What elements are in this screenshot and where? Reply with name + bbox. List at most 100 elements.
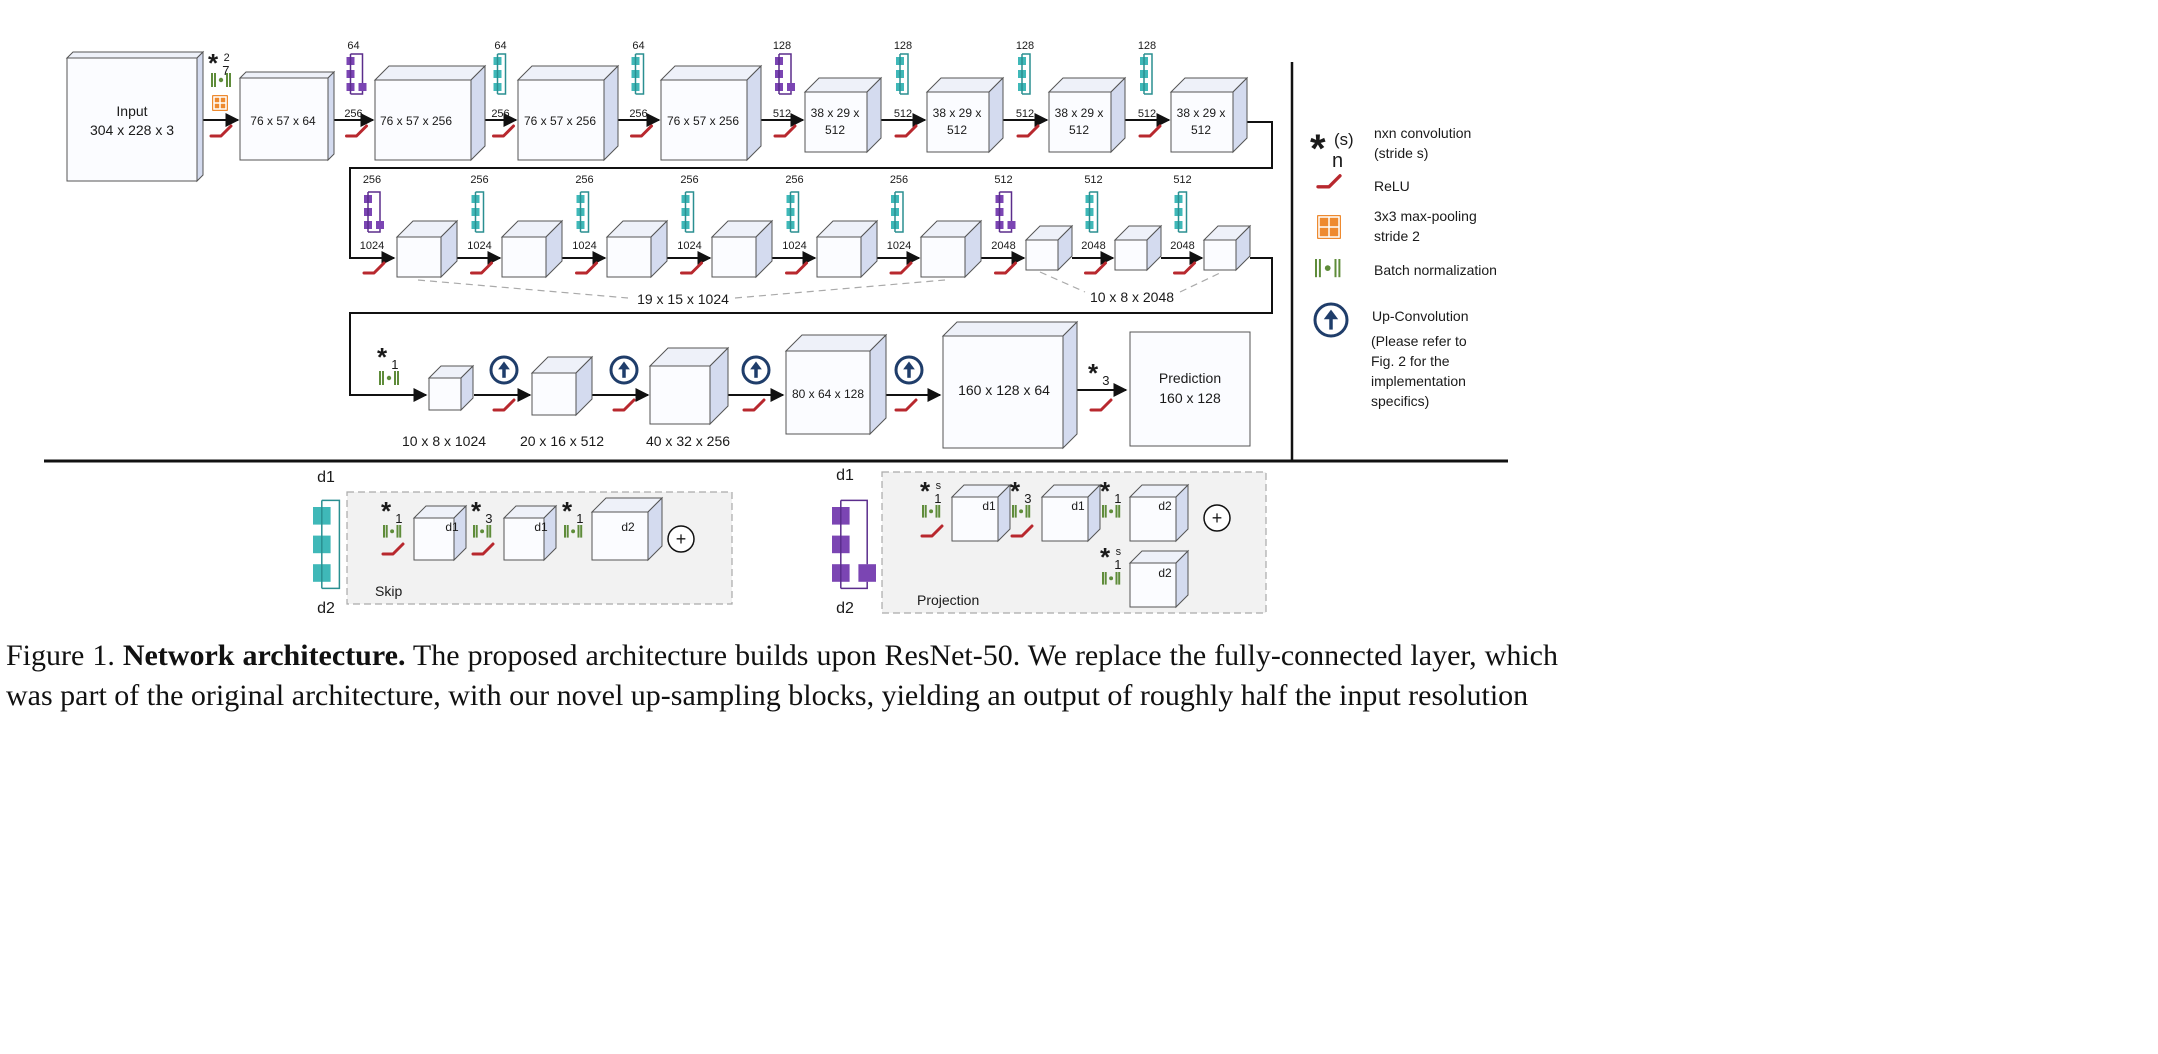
- residual-block-output-box: [373, 64, 487, 162]
- box-front-face: [413, 517, 455, 561]
- group-label: 19 x 15 x 1024: [637, 291, 729, 307]
- projection-block-icon: [364, 191, 384, 233]
- channel-in-label: 128: [1016, 40, 1034, 52]
- batchnorm-icon: [922, 505, 941, 518]
- box-front-face: [1048, 91, 1112, 153]
- proj-box-label: d1: [1071, 499, 1085, 513]
- box-front-face: [711, 236, 757, 278]
- res-path: [368, 229, 381, 233]
- res-path: [350, 53, 364, 83]
- skip-block-icon: [1174, 191, 1188, 233]
- res-projection: [858, 564, 876, 582]
- input-title: Input: [116, 103, 147, 119]
- conv-kernel-size: 1: [1114, 491, 1121, 506]
- row-connector: [349, 121, 1273, 265]
- conv-star: *: [471, 496, 482, 526]
- add-node: [1203, 504, 1231, 532]
- stem-relu-icon: [209, 124, 233, 138]
- conv-star: *: [381, 496, 392, 526]
- proj-conv-box: [950, 483, 1012, 543]
- legend-upconv-icon: [1313, 302, 1349, 338]
- generated-figure-elements: *726425664256642561285121285121285121285…: [208, 40, 1354, 590]
- projection-block-legend-icon: [832, 499, 876, 590]
- bn-dot: [1109, 576, 1114, 581]
- channel-out-label: 512: [773, 108, 791, 120]
- skip-block-icon: [786, 191, 800, 233]
- box-front-face: [926, 91, 990, 153]
- group-bracket: [1039, 271, 1086, 293]
- block-label: 512: [947, 123, 967, 137]
- res-path: [779, 91, 792, 95]
- projection-block-icon: [995, 191, 1016, 233]
- conv1-output-box: [238, 70, 336, 162]
- res-path: [900, 53, 909, 95]
- channel-out-label: 256: [344, 108, 362, 120]
- relu-icon: [894, 398, 918, 412]
- upconv-stage-label: 20 x 16 x 512: [520, 433, 604, 449]
- res-path: [790, 191, 800, 233]
- batchnorm-icon: [1102, 572, 1121, 585]
- upconv-head: [498, 361, 510, 370]
- relu-icon: [471, 542, 495, 556]
- residual-block-output-box: [803, 76, 883, 154]
- box-front-face: [66, 57, 198, 182]
- channel-out-label: 1024: [467, 240, 491, 252]
- res-projection: [358, 83, 367, 91]
- channel-in-label: 256: [680, 174, 698, 186]
- conv-kernel-size: 1: [391, 357, 398, 372]
- relu-icon: [492, 398, 516, 412]
- relu-icon: [680, 261, 703, 275]
- legend-relu-label: ReLU: [1374, 178, 1410, 194]
- conv-kernel-size: 1: [395, 511, 402, 526]
- channel-out-label: 1024: [572, 240, 596, 252]
- upconv-head: [1323, 309, 1339, 320]
- box-top-face: [65, 51, 205, 59]
- add-symbol: +: [676, 529, 687, 549]
- proj-shortcut-box: [1128, 549, 1190, 609]
- box-front-face: [660, 79, 748, 161]
- box-top-face: [238, 71, 336, 79]
- box-top-face: [941, 321, 1079, 337]
- res-path: [895, 191, 904, 233]
- box-front-face: [1129, 562, 1177, 608]
- upconvolution-icon: [894, 355, 924, 385]
- batchnorm-icon: [379, 371, 399, 385]
- res-path: [350, 91, 364, 95]
- proj-conv-box: [1040, 483, 1102, 543]
- group-bracket: [1179, 271, 1223, 293]
- projection-block-icon: [346, 53, 367, 95]
- res-path: [840, 499, 868, 565]
- channel-out-label: 256: [491, 108, 509, 120]
- box-top-face: [373, 65, 487, 81]
- skip-block-icon: [576, 191, 590, 233]
- conv-kernel-size: 3: [1102, 373, 1109, 388]
- res-path: [840, 581, 868, 590]
- res-path: [999, 229, 1013, 233]
- box-front-face: [517, 79, 605, 161]
- block-label: 512: [825, 123, 845, 137]
- legend-upconv-label: Up-Convolution: [1372, 308, 1469, 324]
- relu-icon: [362, 261, 386, 275]
- row-connector: [349, 257, 1273, 402]
- res-path: [580, 191, 590, 233]
- proj-name: Projection: [917, 592, 979, 608]
- relu-icon: [1138, 124, 1162, 138]
- relu-icon: [492, 124, 515, 138]
- upconv-head: [750, 361, 762, 370]
- skip-block-icon: [631, 53, 645, 95]
- channel-in-label: 256: [575, 174, 593, 186]
- legend-batchnorm-icon: [1315, 259, 1341, 278]
- residual-block-output-box: [605, 219, 669, 279]
- box-top-face: [784, 334, 888, 352]
- relu-icon: [1010, 524, 1034, 538]
- residual-block-output-box: [659, 64, 763, 162]
- convolution-icon: *3: [1010, 476, 1032, 506]
- proj-d1-label: d1: [836, 467, 854, 484]
- box-front-face: [591, 511, 649, 561]
- skip-box-label: d1: [534, 520, 548, 534]
- batchnorm-icon: [383, 525, 402, 538]
- legend-conv-label: (stride s): [1374, 145, 1428, 161]
- convolution-icon: *1s: [1100, 542, 1122, 572]
- stem-batchnorm-icon: [211, 73, 231, 87]
- block-label: 38 x 29 x: [811, 106, 860, 120]
